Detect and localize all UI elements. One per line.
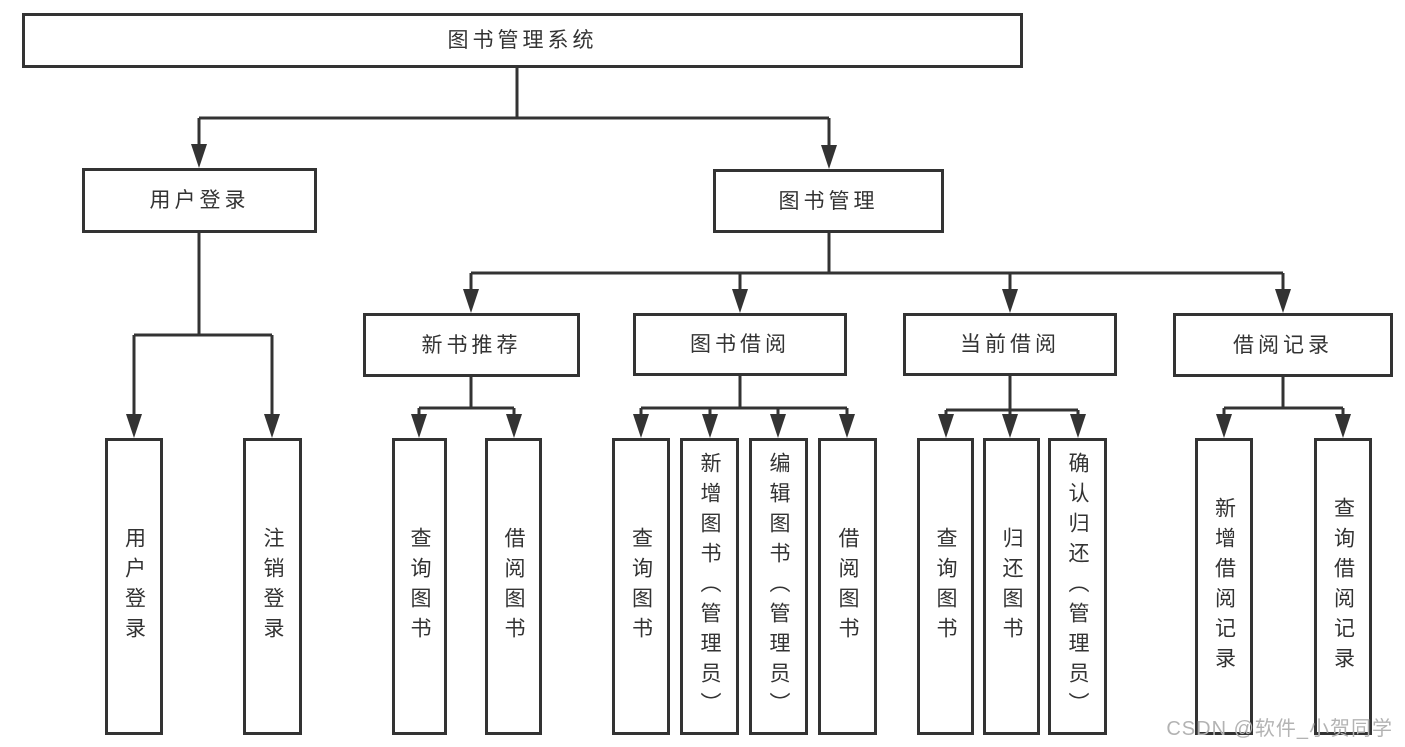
connector: [126, 233, 280, 438]
arrow-down-icon: [938, 414, 954, 438]
connector: [191, 68, 837, 169]
arrow-down-icon: [411, 414, 427, 438]
arrow-down-icon: [1335, 414, 1351, 438]
arrow-down-icon: [264, 414, 280, 438]
arrow-down-icon: [770, 414, 786, 438]
arrow-down-icon: [702, 414, 718, 438]
connector: [633, 376, 855, 438]
arrow-down-icon: [1216, 414, 1232, 438]
arrow-down-icon: [1002, 289, 1018, 313]
connector: [411, 377, 522, 438]
connector: [463, 233, 1291, 313]
arrow-down-icon: [1070, 414, 1086, 438]
arrow-down-icon: [191, 144, 207, 168]
arrow-down-icon: [839, 414, 855, 438]
arrow-down-icon: [821, 145, 837, 169]
connector: [938, 376, 1086, 438]
arrow-down-icon: [732, 289, 748, 313]
arrow-down-icon: [1275, 289, 1291, 313]
arrow-down-icon: [506, 414, 522, 438]
arrow-down-icon: [633, 414, 649, 438]
arrow-down-icon: [1002, 414, 1018, 438]
arrow-down-icon: [463, 289, 479, 313]
connector: [1216, 377, 1351, 438]
arrow-down-icon: [126, 414, 142, 438]
